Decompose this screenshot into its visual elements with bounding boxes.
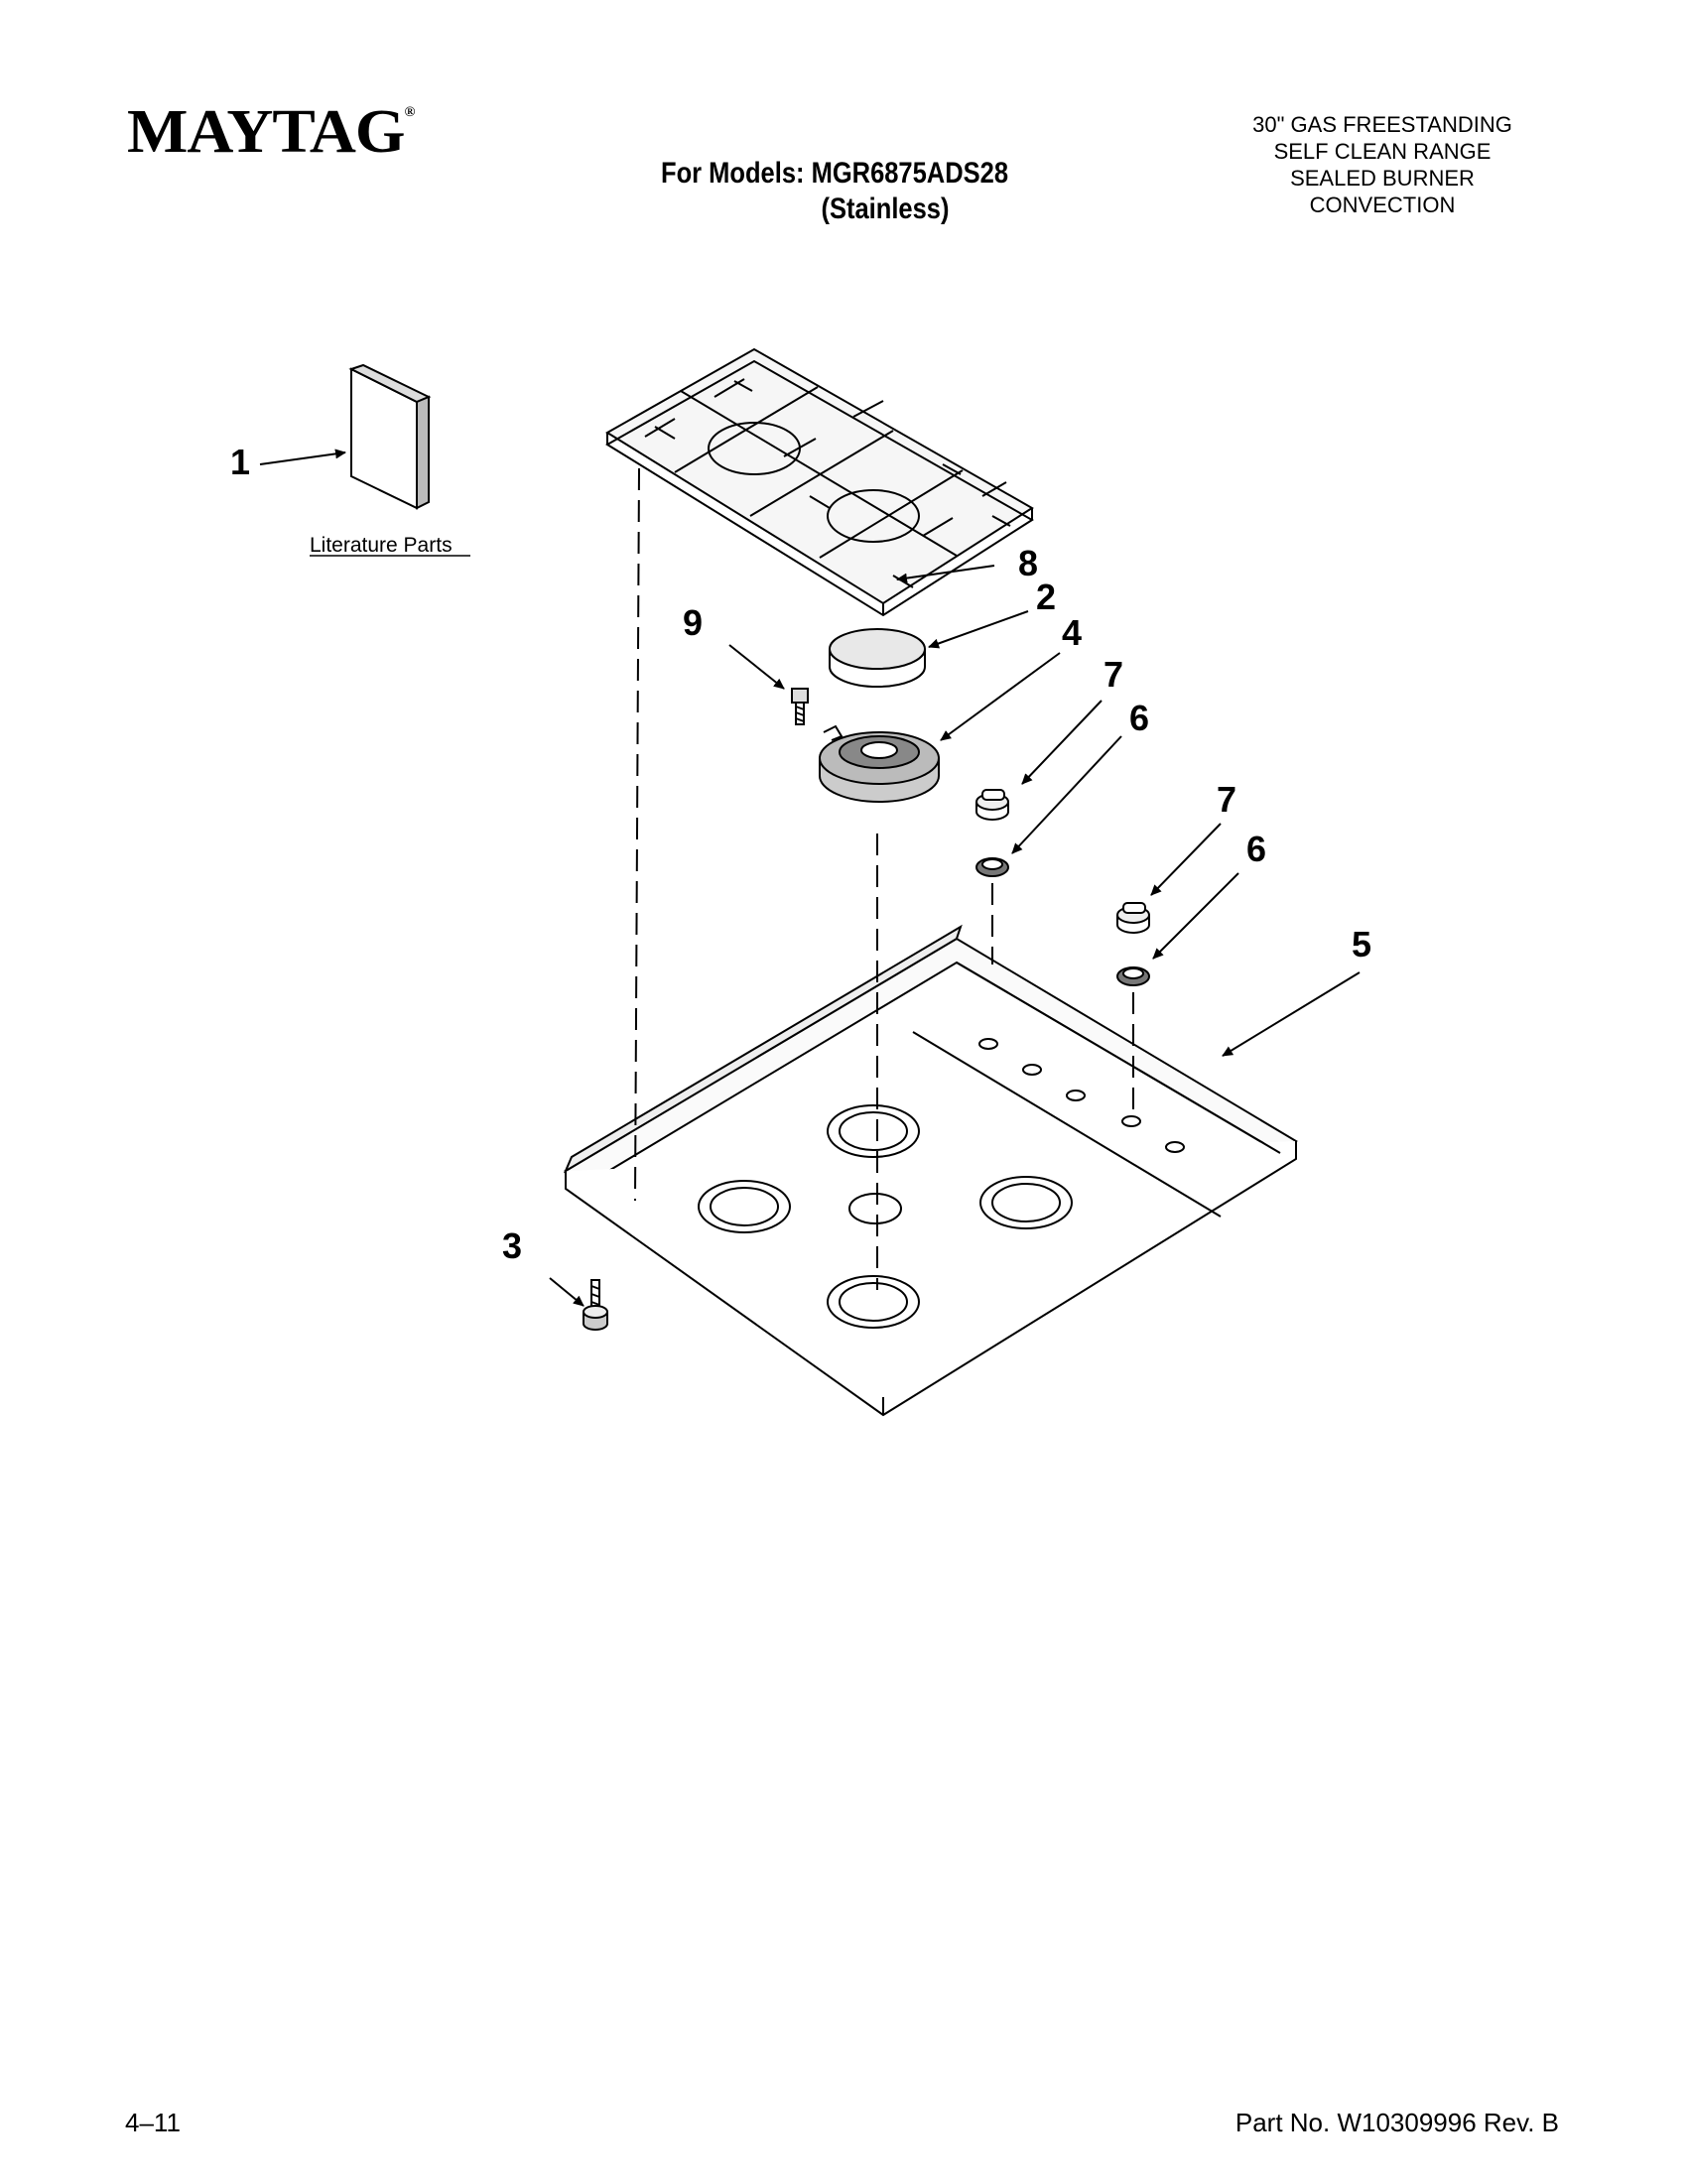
callout-2: 2 — [1036, 577, 1056, 617]
control-knob — [975, 789, 1009, 821]
callout-4: 4 — [1062, 612, 1082, 653]
knob-bezel — [1116, 966, 1150, 986]
description-line: 30" GAS FREESTANDING — [1252, 112, 1512, 137]
leader-arrows — [259, 449, 1361, 1307]
registered-mark: ® — [404, 105, 415, 120]
model-line: For Models: MGR6875ADS28 — [661, 157, 1009, 190]
part-number: Part No. W10309996 Rev. B — [1234, 2108, 1559, 2137]
burner-cap — [829, 628, 926, 688]
callout-8: 8 — [1018, 543, 1038, 583]
knob-bezel — [975, 857, 1009, 877]
description-line: SEALED BURNER — [1290, 166, 1475, 191]
leveling-leg — [583, 1279, 608, 1331]
brand-name: MAYTAG — [127, 98, 405, 166]
callout-7: 7 — [1104, 654, 1123, 695]
page-number: 4–11 — [125, 2108, 181, 2137]
burner-base — [819, 724, 940, 803]
product-description: 30" GAS FREESTANDING SELF CLEAN RANGE SE… — [1204, 111, 1561, 218]
callout-6: 6 — [1246, 829, 1266, 869]
model-heading: For Models: MGR6875ADS28 (Stainless) — [661, 156, 1008, 227]
callout-5: 5 — [1352, 924, 1371, 964]
description-line: CONVECTION — [1309, 193, 1456, 217]
callout-1: 1 — [230, 442, 250, 482]
screw — [791, 688, 809, 725]
model-finish: (Stainless) — [821, 193, 950, 225]
literature-parts-label: Literature Parts — [310, 534, 453, 557]
callout-7: 7 — [1217, 779, 1236, 820]
grate — [605, 347, 1034, 617]
callout-3: 3 — [502, 1225, 522, 1266]
alignment-lines — [634, 467, 1134, 1290]
control-knob — [1116, 902, 1150, 934]
callout-6: 6 — [1129, 698, 1149, 738]
literature-booklet — [348, 363, 432, 510]
description-line: SELF CLEAN RANGE — [1273, 139, 1492, 164]
brand-logo: MAYTAG® — [127, 97, 415, 168]
callout-9: 9 — [683, 602, 703, 643]
cooktop — [563, 924, 1298, 1417]
